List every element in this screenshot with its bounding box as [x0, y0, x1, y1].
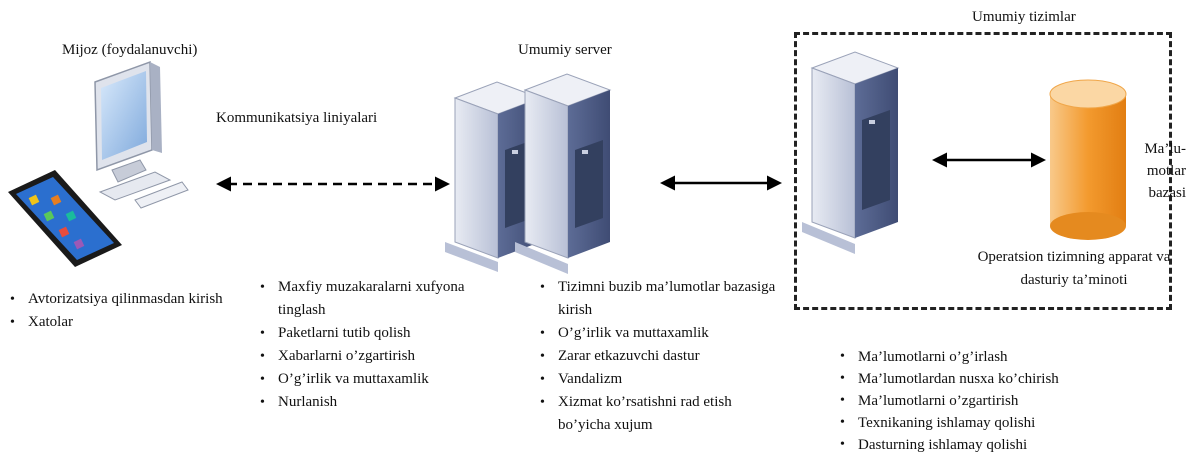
- os-label: Operatsion tizimning apparat va dasturiy…: [977, 249, 1171, 288]
- desktop-computer-icon: [94, 60, 189, 209]
- list-item: Dasturning ishlamay qolishi: [836, 434, 1176, 456]
- list-item: Maxfiy muzakaralarni xufyona tinglash: [256, 276, 496, 322]
- systems-boundary: [794, 32, 1172, 310]
- list-item: Nurlanish: [256, 391, 496, 414]
- list-item: Ma’lumotlarni o’zgartirish: [836, 390, 1176, 412]
- systems-threat-list: Ma’lumotlarni o’g’irlash Ma’lumotlardan …: [836, 346, 1176, 456]
- server-tower-icon: [515, 73, 612, 274]
- list-item: Xabarlarni o’zgartirish: [256, 345, 496, 368]
- communication-threat-list: Maxfiy muzakaralarni xufyona tinglash Pa…: [256, 276, 496, 414]
- smartphone-icon: [8, 170, 122, 267]
- server-title: Umumiy server: [518, 42, 612, 58]
- list-item: Tizimni buzib ma’lumotlar bazasiga kiris…: [536, 276, 786, 322]
- list-item: Xatolar: [6, 311, 236, 334]
- system-server-icon: [802, 51, 900, 254]
- client-title: Mijoz (foydalanuvchi): [62, 42, 198, 58]
- client-threat-list: Avtorizatsiya qilinmasdan kirish Xatolar: [6, 288, 236, 334]
- list-item: Paketlarni tutib qolish: [256, 322, 496, 345]
- list-item: Ma’lumotlarni o’g’irlash: [836, 346, 1176, 368]
- systems-title: Umumiy tizimlar: [972, 9, 1076, 25]
- list-item: Texnikaning ishlamay qolishi: [836, 412, 1176, 434]
- list-item: Xizmat ko’rsatishni rad etish bo’yicha x…: [536, 391, 786, 437]
- list-item: O’g’irlik va muttaxamlik: [536, 322, 786, 345]
- server-threat-list: Tizimni buzib ma’lumotlar bazasiga kiris…: [536, 276, 786, 437]
- communication-title: Kommunikatsiya liniyalari: [216, 110, 378, 126]
- database-icon: [1049, 79, 1127, 240]
- list-item: Avtorizatsiya qilinmasdan kirish: [6, 288, 236, 311]
- database-label: Ma’lu- motlar bazasi: [1144, 141, 1186, 201]
- list-item: Zarar etkazuvchi dastur: [536, 345, 786, 368]
- list-item: Vandalizm: [536, 368, 786, 391]
- list-item: O’g’irlik va muttaxamlik: [256, 368, 496, 391]
- list-item: Ma’lumotlardan nusxa ko’chirish: [836, 368, 1176, 390]
